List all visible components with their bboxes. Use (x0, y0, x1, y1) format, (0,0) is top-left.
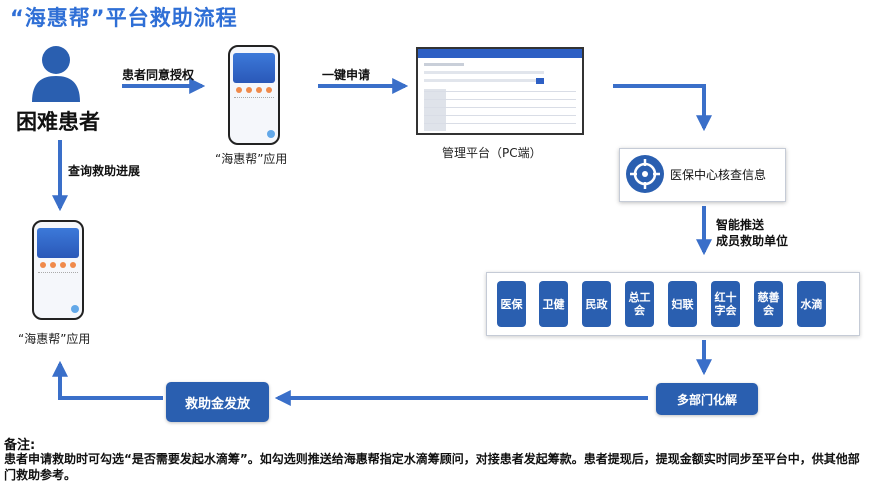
unit-1: 卫健 (539, 281, 568, 327)
app-shortcuts (234, 87, 274, 93)
unit-3: 总工会 (625, 281, 654, 327)
phone-bottom-caption: “海惠帮”应用 (18, 332, 91, 346)
page-title: “海惠帮”平台救助流程 (10, 6, 238, 30)
person-icon (32, 46, 80, 102)
pc-platform-screenshot (416, 47, 584, 135)
apply-label: 一键申请 (322, 68, 371, 82)
phone-app-bottom (32, 220, 84, 320)
member-units-box: 医保 卫健 民政 总工会 妇联 红十字会 慈善会 水滴 (486, 272, 860, 336)
phone-top-caption: “海惠帮”应用 (215, 152, 288, 166)
arrow-to-med (613, 84, 712, 132)
unit-0: 医保 (497, 281, 526, 327)
phone-app-top (228, 45, 280, 145)
unit-5: 红十字会 (711, 281, 740, 327)
unit-2: 民政 (582, 281, 611, 327)
med-check-label: 医保中心核查信息 (670, 168, 767, 182)
app-banner (233, 53, 275, 83)
med-check-node: 医保中心核查信息 (619, 148, 786, 202)
note-body: 患者申请救助时可勾选“是否需要发起水滴筹”。如勾选则推送给海惠帮指定水滴筹顾问，… (4, 452, 860, 482)
push-label-2: 成员救助单位 (716, 234, 789, 248)
arrow-to-phone (52, 360, 163, 400)
unit-4: 妇联 (668, 281, 697, 327)
assistant-icon (267, 130, 275, 138)
push-label-1: 智能推送 (716, 218, 765, 232)
pc-caption: 管理平台（PC端） (442, 146, 542, 160)
consent-label: 患者同意授权 (122, 68, 195, 82)
patient-label: 困难患者 (16, 110, 100, 134)
query-label: 查询救助进展 (68, 164, 141, 178)
disburse-node: 救助金发放 (166, 382, 269, 422)
assistant-icon (71, 305, 79, 313)
note-heading: 备注: (4, 438, 36, 453)
target-icon (626, 155, 664, 193)
multi-dept-node: 多部门化解 (656, 383, 758, 415)
unit-7: 水滴 (797, 281, 826, 327)
app-shortcuts (38, 262, 78, 268)
unit-6: 慈善会 (754, 281, 783, 327)
app-banner (37, 228, 79, 258)
